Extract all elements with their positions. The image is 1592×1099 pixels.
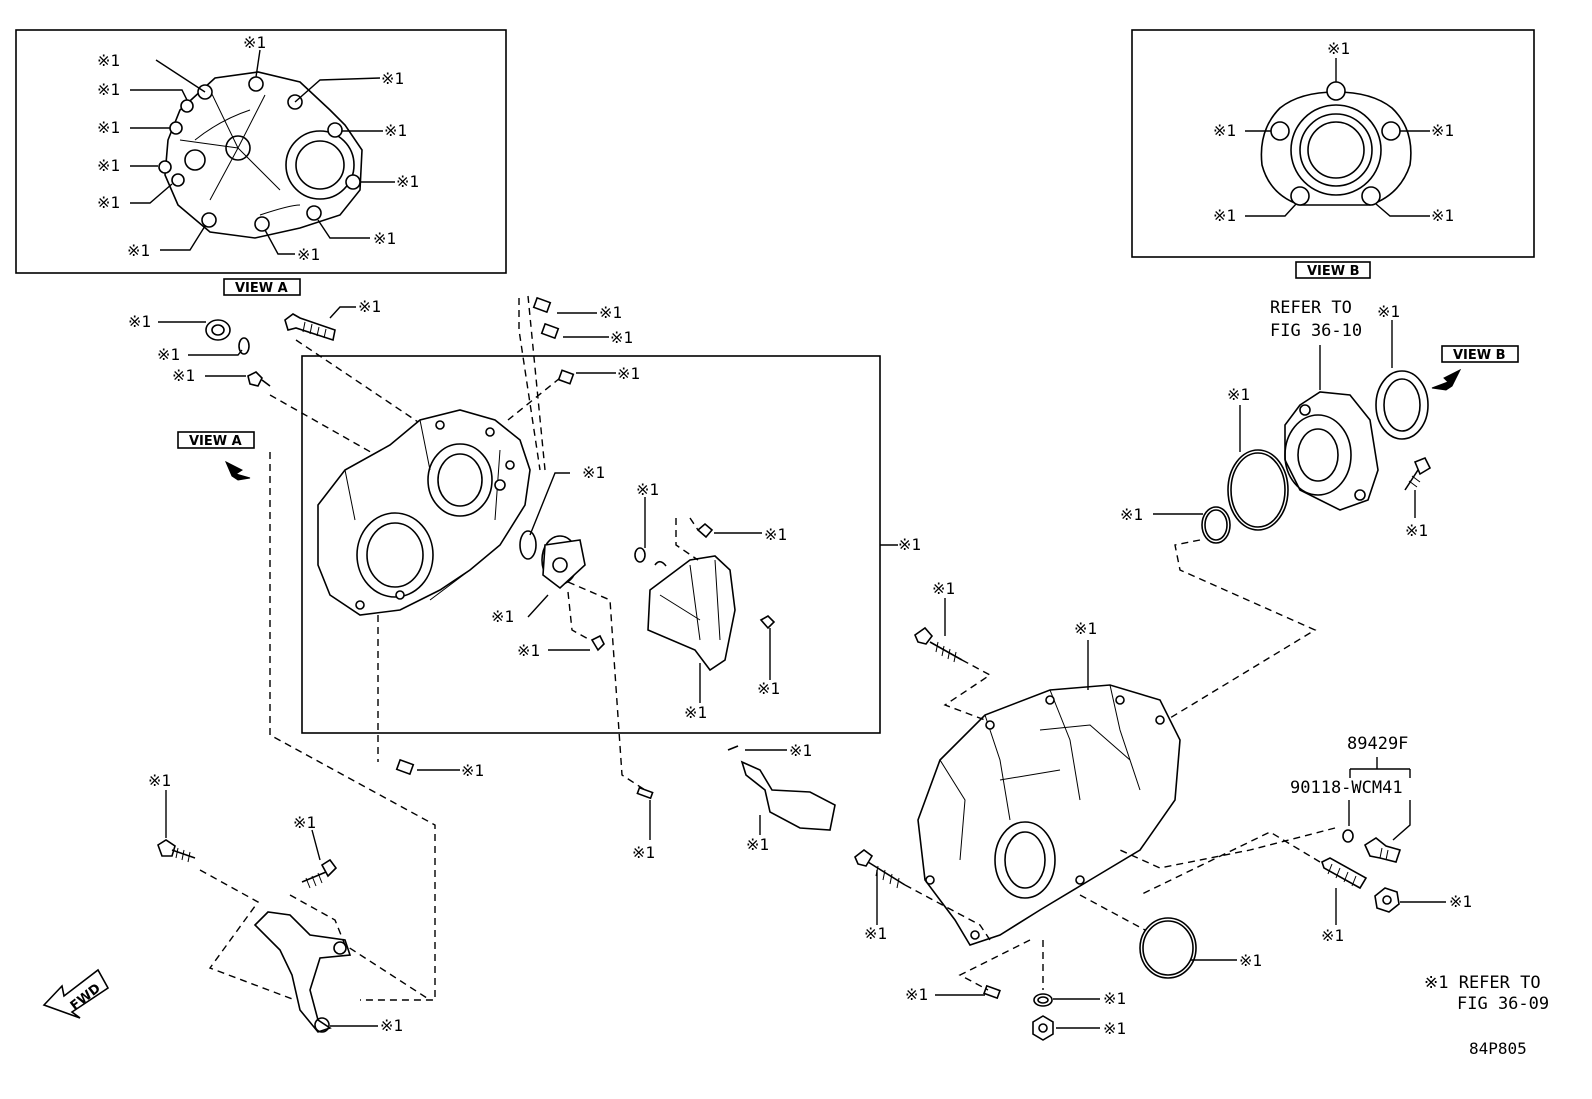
callout-label: ※1 — [582, 463, 605, 482]
callout-label: ※1 — [97, 156, 120, 175]
callout-label: ※1 — [172, 366, 195, 385]
callout-label: ※1 — [128, 312, 151, 331]
callout-label: ※1 — [1103, 1019, 1126, 1038]
view-a-arrow-tag: VIEW A — [177, 431, 255, 481]
callout-label: ※1 — [293, 813, 316, 832]
callout-label: ※1 — [610, 328, 633, 347]
shift-fork-bracket: ※1 ※1 ※1 — [148, 771, 431, 1035]
pin-lower: ※1 ※1 — [395, 758, 655, 862]
rear-cover-assembly: REFER TO FIG 36-10 ※1 VIEW B ※1 ※1 ※1 — [1120, 298, 1519, 719]
callout-label: ※1 — [898, 535, 921, 554]
footnote-line2: FIG 36-09 — [1457, 994, 1549, 1014]
callout-label: ※1 — [243, 33, 266, 52]
callout-label: ※1 — [636, 480, 659, 499]
callout-label: ※1 — [517, 641, 540, 660]
callout-label: ※1 — [1227, 385, 1250, 404]
view-a-inset: ※1 ※1 ※1 ※1 ※1 ※1 ※1 ※1 ※1 ※1 ※1 ※1 — [15, 29, 507, 274]
callout-label: ※1 — [1103, 989, 1126, 1008]
footnote-line1: ※1 REFER TO — [1424, 973, 1541, 993]
view-b-label: VIEW B — [1453, 348, 1506, 363]
callout-label: ※1 — [1405, 521, 1428, 540]
callout-label: ※1 — [1213, 206, 1236, 225]
view-a-tag-top: VIEW A — [223, 278, 301, 296]
callout-label: ※1 — [1327, 39, 1350, 58]
refer-fig-label: FIG 36-10 — [1270, 321, 1362, 341]
callout-label: ※1 — [1431, 121, 1454, 140]
callout-label: ※1 — [97, 51, 120, 70]
callout-label: ※1 — [905, 985, 928, 1004]
callout-label: ※1 — [396, 172, 419, 191]
callout-label: ※1 — [684, 703, 707, 722]
view-b-tag-top: VIEW B — [1295, 261, 1371, 279]
view-a-label: VIEW A — [235, 281, 288, 296]
callout-label: ※1 — [461, 761, 484, 780]
view-a-label: VIEW A — [189, 434, 242, 449]
callout-label: ※1 — [97, 193, 120, 212]
callout-label: ※1 — [632, 843, 655, 862]
callout-label: ※1 — [148, 771, 171, 790]
callout-label: ※1 — [764, 525, 787, 544]
callout-label: ※1 — [864, 924, 887, 943]
callout-label: ※1 — [127, 241, 150, 260]
callout-label: ※1 — [358, 297, 381, 316]
sensor-group: 89429F 90118-WCM41 ※1 ※1 — [1119, 734, 1472, 945]
callout-label: ※1 — [746, 835, 769, 854]
part-number-sub: 90118-WCM41 — [1290, 778, 1403, 798]
callout-label: ※1 — [491, 607, 514, 626]
callout-label: ※1 — [1074, 619, 1097, 638]
part-number-main: 89429F — [1347, 734, 1408, 754]
callout-label: ※1 — [1213, 121, 1236, 140]
callout-label: ※1 — [384, 121, 407, 140]
callout-label: ※1 — [617, 364, 640, 383]
refer-to-label: REFER TO — [1270, 298, 1352, 318]
rear-case: ※1 ※1 ※1 ※1 ※1 ※1 ※1 — [854, 579, 1262, 1041]
view-b-inset: ※1 ※1 ※1 ※1 ※1 — [1131, 29, 1535, 258]
callout-label: ※1 — [373, 229, 396, 248]
main-assembly-frame: ※1 ※1 ※1 ※1 ※1 ※1 ※1 — [301, 296, 921, 734]
callout-label: ※1 — [381, 69, 404, 88]
callout-label: ※1 — [97, 118, 120, 137]
callout-label: ※1 — [1120, 505, 1143, 524]
view-b-label: VIEW B — [1307, 264, 1360, 279]
callout-label: ※1 — [1321, 926, 1344, 945]
callout-label: ※1 — [1239, 951, 1262, 970]
callout-label: ※1 — [757, 679, 780, 698]
oil-strainer: ※1 ※1 — [727, 741, 836, 854]
fwd-arrow: FWD — [42, 968, 110, 1019]
callout-label: ※1 — [789, 741, 812, 760]
callout-label: ※1 — [599, 303, 622, 322]
callout-label: ※1 — [297, 245, 320, 264]
callout-label: ※1 — [1431, 206, 1454, 225]
callout-label: ※1 — [157, 345, 180, 364]
callout-label: ※1 — [932, 579, 955, 598]
callout-label: ※1 — [97, 80, 120, 99]
callout-label: ※1 — [1377, 302, 1400, 321]
seal-and-bolt-group: ※1 ※1 ※1 ※1 — [128, 297, 381, 387]
drawing-id: 84P805 — [1469, 1039, 1527, 1058]
callout-label: ※1 — [1449, 892, 1472, 911]
callout-label: ※1 — [380, 1016, 403, 1035]
